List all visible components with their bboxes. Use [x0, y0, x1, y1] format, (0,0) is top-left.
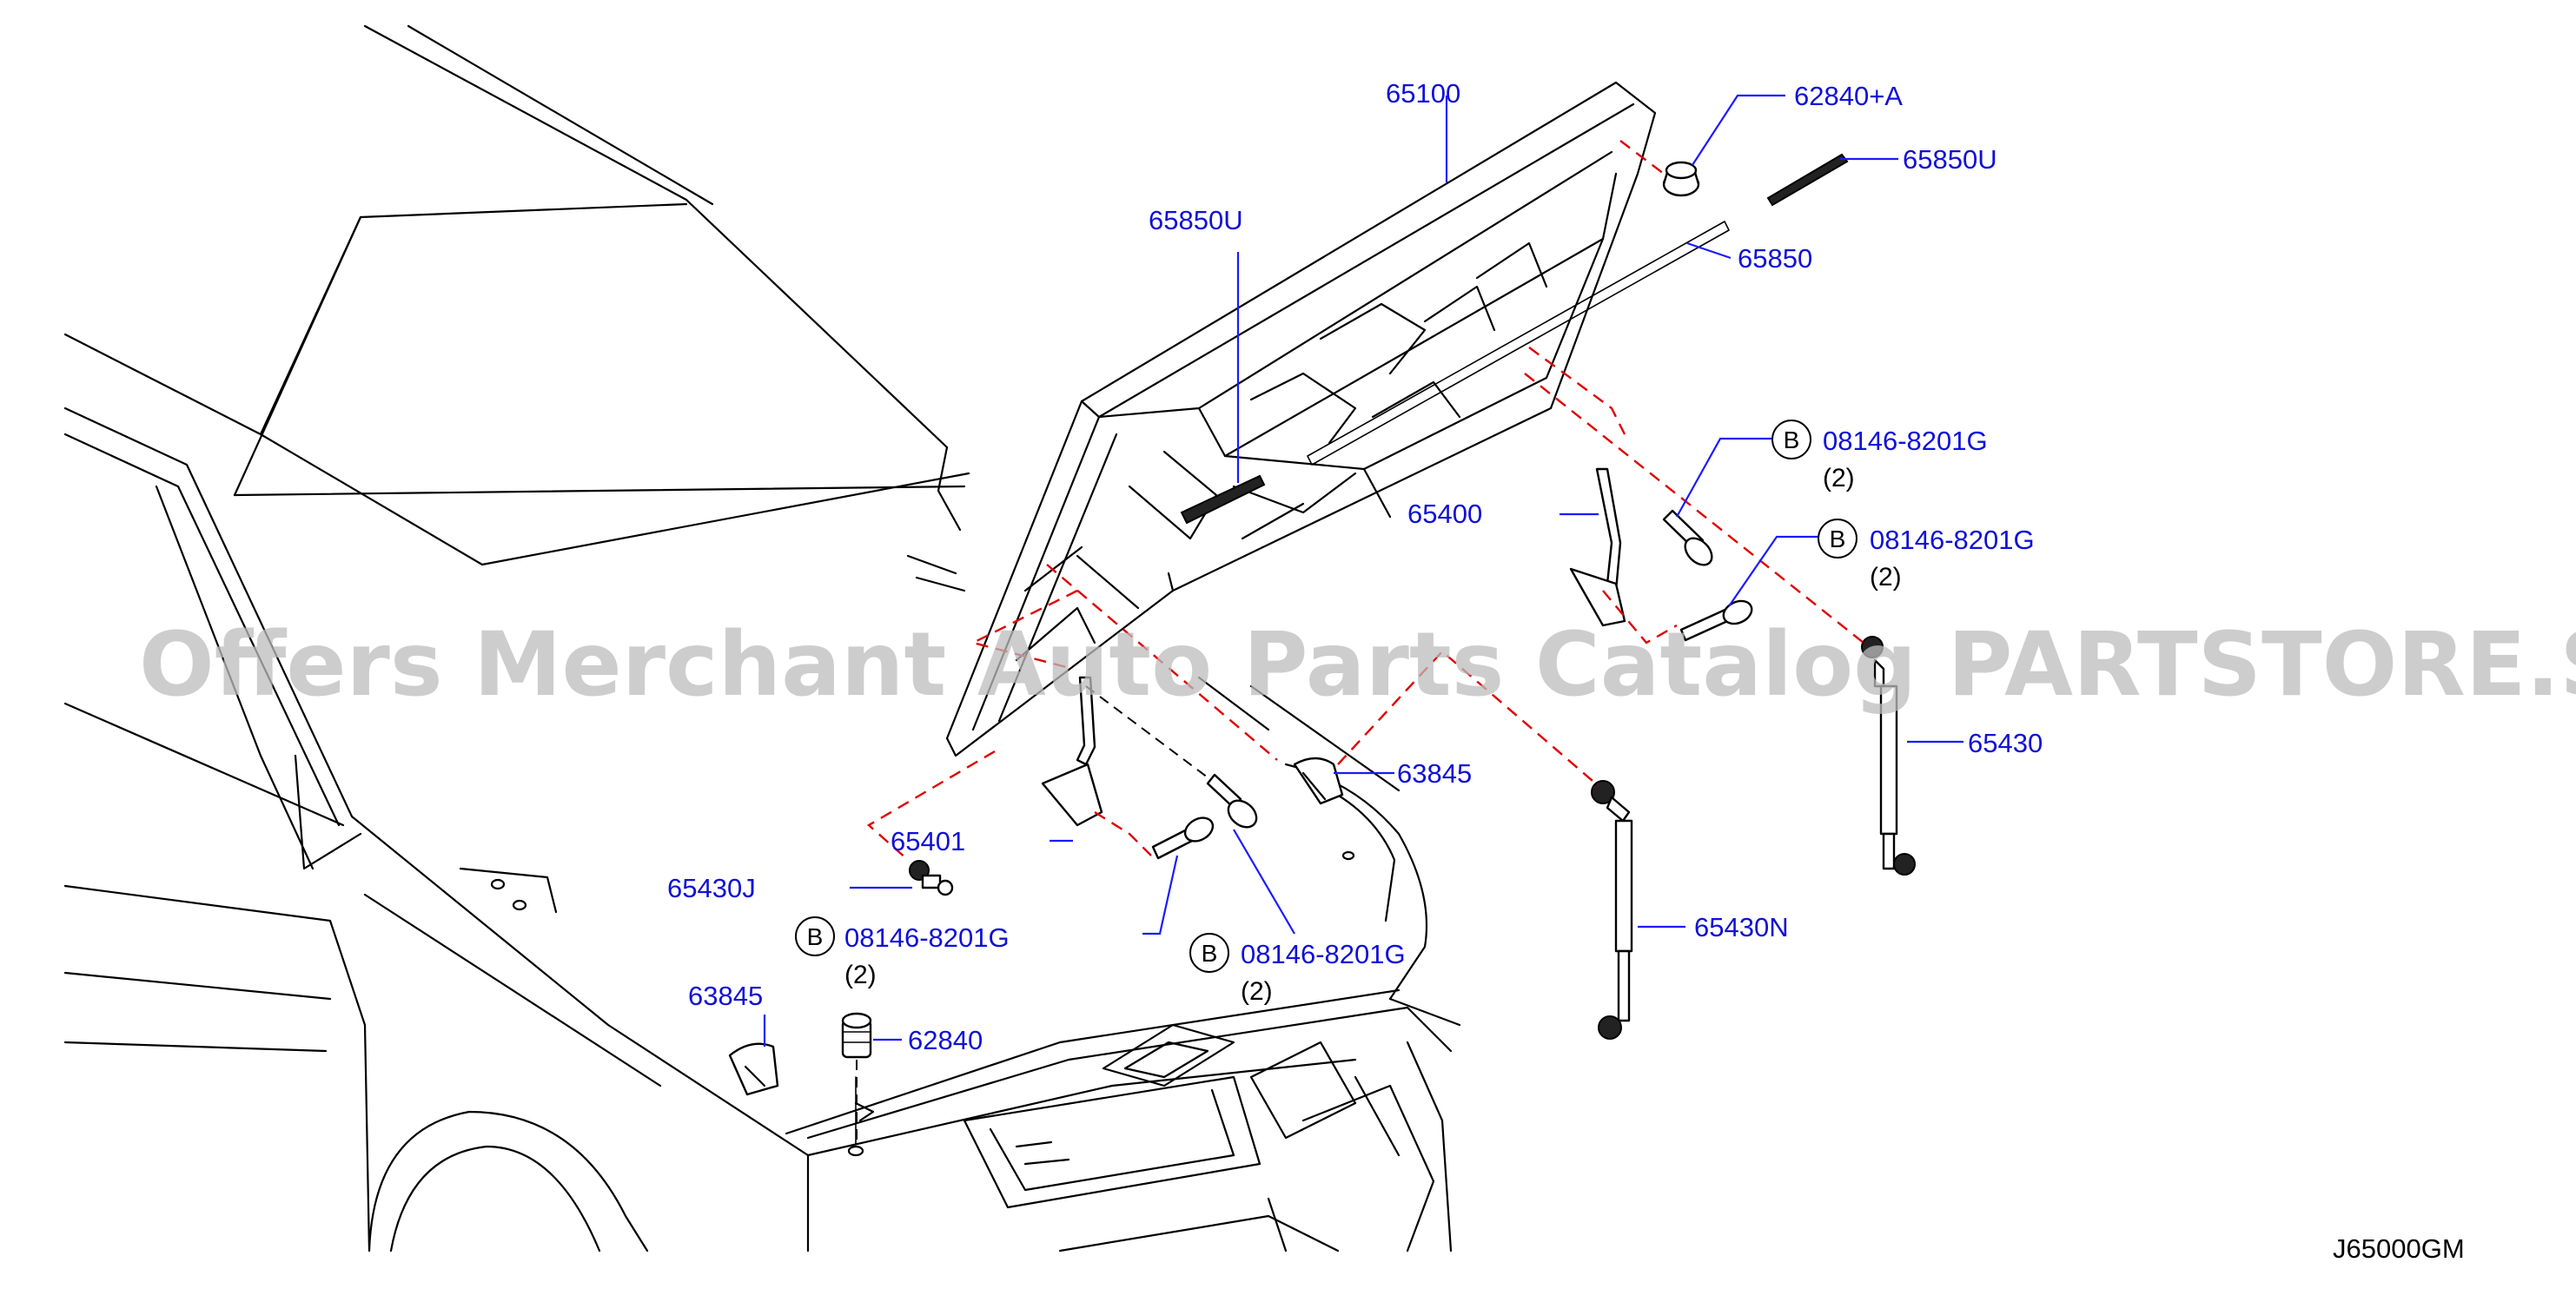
- label-weatherstrip-left[interactable]: 65850U: [1149, 205, 1243, 235]
- svg-text:(2): (2): [844, 961, 877, 989]
- stay-ball-stud: [909, 860, 954, 896]
- svg-text:(2): (2): [1823, 464, 1855, 492]
- label-hinge-right[interactable]: 65400: [1407, 499, 1482, 529]
- part-labels: 65100 62840+A 65850U 65850U 65850 65400 …: [667, 78, 2043, 1055]
- hinge-right: [1569, 467, 1626, 627]
- bolt-2-part: [1679, 599, 1753, 642]
- svg-text:08146-8201G: 08146-8201G: [1241, 939, 1406, 969]
- stay-center: [1591, 780, 1633, 1040]
- bolt-callout-2[interactable]: B 08146-8201G (2): [1818, 519, 2035, 592]
- hood-rubber-right: [1293, 757, 1344, 805]
- svg-text:B: B: [807, 923, 824, 950]
- vehicle-body-outline: [63, 24, 1461, 1253]
- hood-rubber-left: [728, 1042, 779, 1096]
- hood-panel: [945, 81, 1730, 757]
- bolt-callout-3[interactable]: B 08146-8201G (2): [795, 916, 1010, 989]
- dashed-guides: [856, 140, 1864, 1147]
- label-hood-bumper-lower[interactable]: 62840: [908, 1025, 983, 1055]
- label-hood-bumper-top[interactable]: 62840+A: [1794, 81, 1903, 111]
- weatherstrip-right: [1766, 153, 1849, 207]
- label-hood[interactable]: 65100: [1386, 78, 1460, 109]
- diagram-code: J65000GM: [2333, 1233, 2465, 1264]
- svg-text:08146-8201G: 08146-8201G: [1870, 525, 2035, 555]
- label-stay-center[interactable]: 65430N: [1694, 912, 1789, 942]
- hood-bumper-top: [1662, 161, 1700, 197]
- svg-text:08146-8201G: 08146-8201G: [1823, 426, 1988, 456]
- stay-right: [1861, 636, 1916, 876]
- label-stay-ball-stud[interactable]: 65430J: [667, 873, 756, 903]
- bolt-3-part: [1151, 816, 1215, 860]
- label-hood-seal[interactable]: 65850: [1738, 243, 1812, 274]
- svg-text:(2): (2): [1241, 977, 1273, 1006]
- hood-bumper-lower: [841, 1012, 872, 1059]
- bolt-1-part: [1662, 509, 1713, 566]
- svg-text:08146-8201G: 08146-8201G: [844, 922, 1010, 953]
- svg-text:B: B: [1202, 940, 1218, 967]
- label-rubber-left[interactable]: 63845: [688, 981, 763, 1011]
- watermark: Offers Merchant Auto Parts Catalog PARTS…: [139, 613, 2576, 717]
- bolt-4-part: [1206, 773, 1258, 829]
- svg-text:B: B: [1784, 426, 1800, 453]
- bolt-callout-1[interactable]: B 08146-8201G (2): [1771, 420, 1988, 492]
- label-hinge-left[interactable]: 65401: [891, 826, 965, 856]
- svg-text:B: B: [1830, 526, 1846, 552]
- bolt-callout-4[interactable]: B 08146-8201G (2): [1189, 933, 1406, 1006]
- label-stay-right[interactable]: 65430: [1968, 728, 2043, 758]
- hinge-left: [1041, 676, 1103, 827]
- svg-text:(2): (2): [1870, 563, 1902, 592]
- label-rubber-right[interactable]: 63845: [1397, 758, 1472, 789]
- leader-lines: [763, 94, 1963, 1047]
- label-weatherstrip-right[interactable]: 65850U: [1903, 144, 1997, 175]
